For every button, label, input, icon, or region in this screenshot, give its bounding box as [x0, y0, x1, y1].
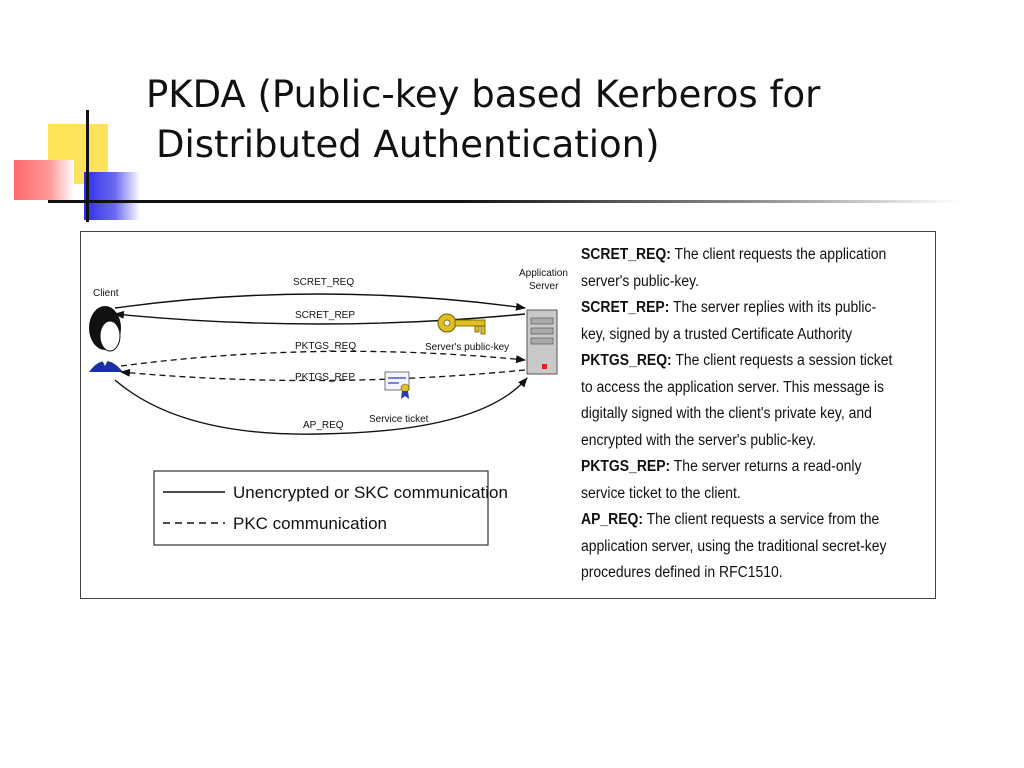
message-label-scret-rep: SCRET_REP	[295, 310, 355, 321]
description-scret-req: SCRET_REQ: The client requests the appli…	[581, 242, 898, 295]
description-text: The server returns a read-only service t…	[581, 458, 862, 502]
client-label: Client	[93, 288, 119, 299]
service-ticket-icon	[384, 371, 410, 399]
description-term: PKTGS_REQ:	[581, 352, 672, 369]
description-term: SCRET_REQ:	[581, 246, 671, 263]
server-label-line-1: Application	[519, 268, 568, 279]
message-arrow-scret-rep	[114, 310, 526, 325]
decorative-blue-block	[84, 172, 140, 220]
message-arrow-pktgs-rep	[120, 368, 526, 382]
description-text: The server replies with its public-key, …	[581, 299, 877, 343]
server-label-line-2: Server	[529, 281, 559, 292]
application-server-icon	[526, 309, 558, 375]
description-term: AP_REQ:	[581, 511, 644, 528]
key-icon	[437, 313, 486, 335]
description-pktgs-rep: PKTGS_REP: The server returns a read-onl…	[581, 454, 898, 507]
description-term: SCRET_REP:	[581, 299, 670, 316]
title-underline	[48, 200, 960, 203]
description-scret-rep: SCRET_REP: The server replies with its p…	[581, 295, 898, 348]
message-label-pktgs-rep: PKTGS_REP	[295, 372, 355, 383]
message-descriptions: SCRET_REQ: The client requests the appli…	[581, 242, 898, 587]
client-person-icon	[89, 306, 123, 372]
legend-box	[153, 470, 489, 546]
ticket-label: Service ticket	[369, 414, 429, 425]
slide-title-line-2: Distributed Authentication)	[156, 123, 660, 166]
description-pktgs-req: PKTGS_REQ: The client requests a session…	[581, 348, 898, 454]
pkda-diagram: Client Application Server SCRET_REQ SCRE…	[89, 268, 568, 546]
legend-label-dashed: PKC communication	[233, 514, 387, 533]
message-label-ap-req: AP_REQ	[303, 420, 344, 431]
message-label-scret-req: SCRET_REQ	[293, 277, 354, 288]
decorative-red-block	[14, 160, 74, 200]
description-term: PKTGS_REP:	[581, 458, 671, 475]
message-arrow-pktgs-req	[120, 350, 526, 367]
description-ap-req: AP_REQ: The client requests a service fr…	[581, 507, 898, 587]
key-label: Server's public-key	[425, 342, 509, 353]
pkda-figure: Client Application Server SCRET_REQ SCRE…	[80, 231, 936, 599]
description-text: The client requests a session ticket to …	[581, 352, 893, 449]
message-label-pktgs-req: PKTGS_REQ	[295, 341, 356, 352]
description-text: The client requests a service from the a…	[581, 511, 887, 581]
description-text: The client requests the application serv…	[581, 246, 887, 290]
slide-title-line-1: PKDA (Public-key based Kerberos for	[146, 73, 821, 116]
decorative-vertical-line	[86, 110, 89, 222]
slide-title: PKDA (Public-key based Kerberos for Dist…	[146, 70, 946, 170]
message-arrow-scret-req	[114, 293, 526, 311]
legend-label-solid: Unencrypted or SKC communication	[233, 483, 508, 502]
message-arrow-ap-req	[114, 377, 528, 435]
